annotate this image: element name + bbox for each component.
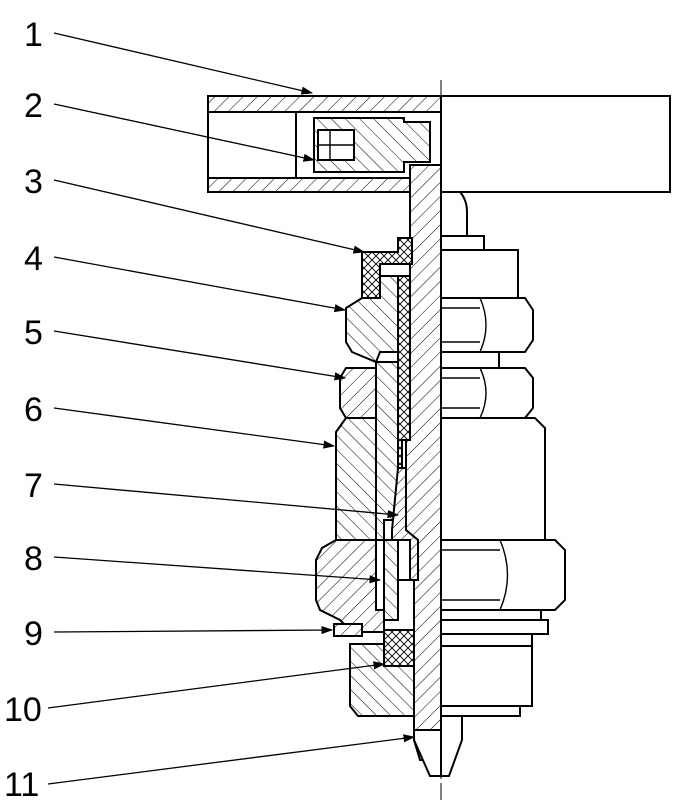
callout-label-5: 5	[24, 314, 43, 352]
leader-line-5	[53, 330, 347, 381]
leader-line-2	[53, 103, 316, 162]
leader-line-6	[53, 407, 336, 449]
leader-line-1	[53, 32, 314, 95]
callout-5: 5	[24, 314, 347, 381]
callout-3: 3	[24, 163, 366, 254]
callout-1: 1	[24, 16, 314, 95]
section-view	[207, 95, 442, 777]
callout-7: 7	[24, 467, 400, 519]
leader-line-7	[53, 483, 400, 519]
exterior-view	[440, 95, 671, 777]
callout-label-9: 9	[24, 615, 43, 653]
callout-label-1: 1	[24, 16, 43, 54]
callout-label-8: 8	[24, 540, 43, 578]
leader-line-3	[53, 179, 366, 254]
leader-line-8	[53, 556, 382, 584]
callout-8: 8	[24, 540, 382, 584]
leader-line-9	[53, 625, 334, 635]
callout-label-11: 11	[4, 766, 39, 804]
callout-10: 10	[4, 661, 386, 729]
leader-line-11	[47, 734, 416, 785]
leader-line-10	[47, 661, 386, 709]
callout-label-6: 6	[24, 391, 43, 429]
callout-label-10: 10	[4, 691, 42, 729]
callouts: 1 2 3 4 5 6 7 8	[4, 16, 416, 804]
callout-label-3: 3	[24, 163, 43, 201]
callout-11: 11	[4, 734, 416, 804]
callout-2: 2	[24, 87, 316, 162]
callout-4: 4	[24, 240, 347, 313]
callout-label-7: 7	[24, 467, 43, 505]
callout-6: 6	[24, 391, 336, 449]
callout-label-2: 2	[24, 87, 43, 125]
callout-label-4: 4	[24, 240, 43, 278]
callout-9: 9	[24, 615, 334, 653]
leader-line-4	[53, 256, 347, 313]
